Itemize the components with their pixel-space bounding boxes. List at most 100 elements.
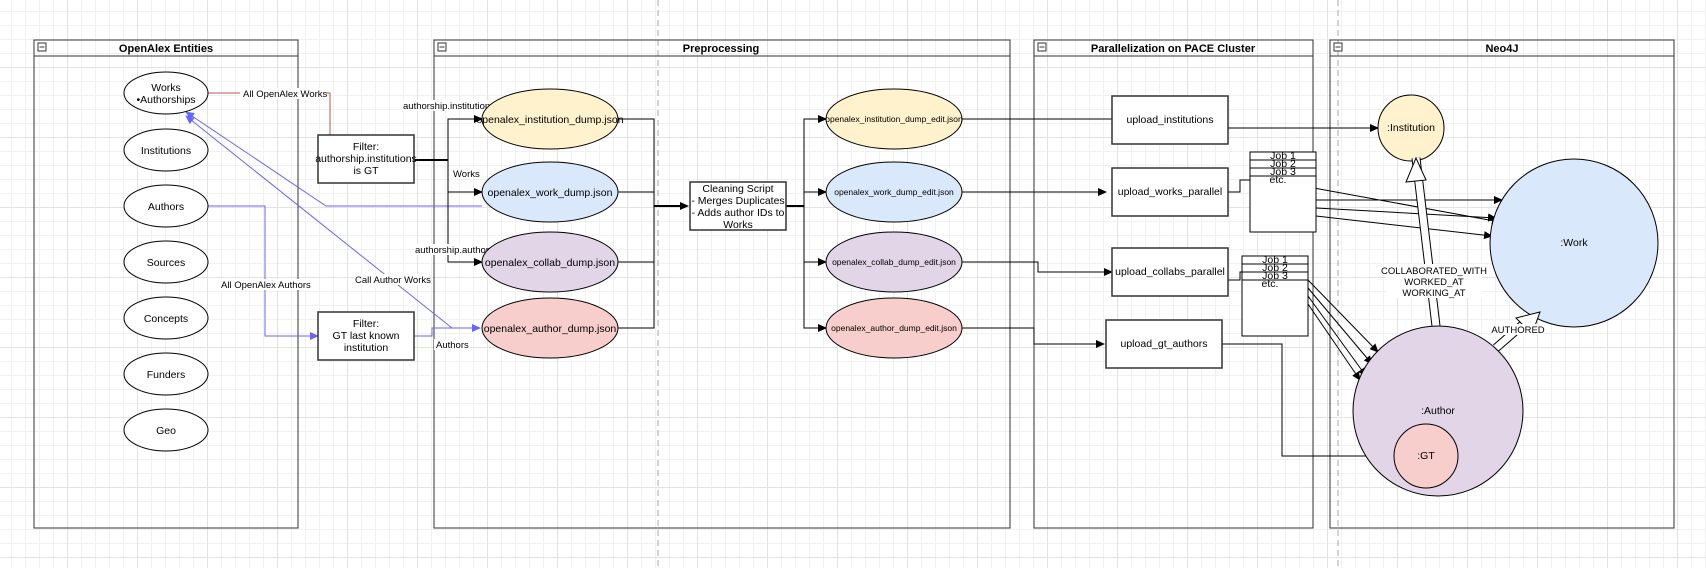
container-pace-cluster[interactable]: Parallelization on PACE Cluster (1033, 39, 1314, 529)
filter-line: Filter: (353, 318, 379, 330)
filter-line: is GT (353, 165, 379, 177)
upload-collabs-parallel[interactable]: upload_collabs_parallel (1111, 247, 1229, 297)
edge-cleaning-to-author-edit[interactable] (803, 206, 827, 332)
dump-label: openalex_collab_dump.json (485, 257, 615, 269)
container-title: Preprocessing (683, 43, 759, 55)
svg-text:All OpenAlex Works: All OpenAlex Works (243, 89, 328, 100)
upload-label: upload_works_parallel (1118, 186, 1222, 198)
job-label: Job 1 (1262, 254, 1288, 266)
entity-label: Institutions (141, 145, 191, 157)
edit-collab[interactable]: openalex_collab_dump_edit.json (825, 231, 963, 293)
label-authorship-institutions: authorship.institutions (402, 100, 495, 112)
svg-text:Works: Works (453, 169, 480, 180)
edge-job-to-author[interactable] (1307, 279, 1379, 353)
entity-institutions[interactable]: Institutions (123, 128, 209, 172)
entity-label: Authors (148, 201, 184, 213)
job-stack-collabs[interactable]: Job 1 Job 2 Job 3 etc. (1241, 254, 1309, 337)
node-label: :Work (1560, 237, 1588, 249)
svg-text:COLLABORATED_WITH: COLLABORATED_WITH (1381, 266, 1487, 277)
entity-concepts[interactable]: Concepts (123, 296, 209, 340)
entity-authorships-label: •Authorships (136, 94, 195, 106)
entity-funders[interactable]: Funders (123, 352, 209, 396)
container-preprocessing[interactable]: Preprocessing (433, 39, 1011, 529)
edge-job-to-work[interactable] (1291, 183, 1501, 225)
edit-label: openalex_institution_dump_edit.json (825, 114, 963, 124)
edge-job-to-work[interactable] (1315, 215, 1493, 240)
dump-label: openalex_institution_dump.json (476, 114, 623, 126)
entity-label: Sources (147, 257, 186, 269)
container-neo4j[interactable]: Neo4J (1329, 39, 1675, 529)
edge-cleaning-to-collab-edit[interactable] (803, 206, 827, 266)
upload-works-parallel[interactable]: upload_works_parallel (1111, 167, 1229, 217)
filter-gt-authors[interactable]: Filter: GT last known institution (317, 311, 415, 361)
entity-sources[interactable]: Sources (123, 240, 209, 284)
edge-call-author-works[interactable] (185, 115, 453, 329)
label-call-author-works: Call Author Works (354, 274, 431, 286)
edge-works-to-jobs[interactable] (1228, 179, 1250, 193)
entity-authors[interactable]: Authors (123, 184, 209, 228)
dump-institution[interactable]: openalex_institution_dump.json (476, 88, 624, 150)
svg-text:Call Author Works: Call Author Works (355, 275, 431, 286)
upload-label: upload_collabs_parallel (1115, 266, 1225, 278)
edit-author[interactable]: openalex_author_dump_edit.json (825, 297, 963, 359)
edge-work-to-authorships[interactable] (185, 111, 482, 207)
node-label: :Author (1421, 405, 1455, 417)
container-title: OpenAlex Entities (119, 43, 213, 55)
job-stack-works[interactable]: Job 1 Job 2 Job 3 etc. (1249, 150, 1317, 233)
edge-collabs-to-jobs[interactable] (1228, 271, 1242, 281)
entity-works-label: Works (151, 82, 181, 94)
filter-gt-works[interactable]: Filter: authorship.institutions is GT (315, 134, 417, 184)
job-label: etc. (1262, 278, 1279, 290)
job-label: Job 1 (1270, 150, 1296, 162)
cleaning-line: - Adds author IDs to (692, 207, 785, 219)
svg-text:AUTHORED: AUTHORED (1491, 325, 1544, 336)
entity-works[interactable]: Works •Authorships (123, 71, 209, 115)
upload-label: upload_gt_authors (1121, 338, 1208, 350)
label-authored: AUTHORED (1491, 324, 1545, 336)
upload-institutions[interactable]: upload_institutions (1111, 95, 1229, 145)
dump-collab[interactable]: openalex_collab_dump.json (481, 231, 619, 293)
edge-authors[interactable] (414, 324, 481, 337)
edge-job-to-author[interactable] (1307, 295, 1367, 377)
node-institution[interactable]: :Institution (1377, 94, 1445, 162)
dump-author[interactable]: openalex_author_dump.json (481, 297, 619, 359)
edge-cleaning-to-work-edit[interactable] (803, 188, 827, 206)
cleaning-line: Cleaning Script (702, 183, 773, 195)
filter-line: authorship.institutions (315, 153, 417, 165)
edge-collab-edit-to-upload[interactable] (962, 261, 1113, 276)
node-work[interactable]: :Work (1489, 158, 1659, 328)
edge-authorship-institutions[interactable] (414, 118, 482, 161)
filter-line: Filter: (353, 141, 379, 153)
node-gt[interactable]: :GT (1393, 423, 1459, 489)
entity-label: Geo (156, 425, 176, 437)
label-all-works: All OpenAlex Works (240, 88, 328, 100)
job-label: etc. (1270, 174, 1287, 186)
svg-text:Authors: Authors (436, 340, 469, 351)
job-label: Job 2 (1270, 158, 1296, 170)
edge-author-edit-to-upload[interactable] (962, 327, 1105, 348)
edge-cleaning-to-inst-edit[interactable] (786, 115, 827, 207)
cleaning-line: Works (723, 219, 753, 231)
svg-text:All OpenAlex Authors: All OpenAlex Authors (221, 280, 311, 291)
svg-text:WORKED_AT: WORKED_AT (1404, 277, 1464, 288)
edge-all-authors[interactable] (208, 205, 319, 340)
cleaning-script[interactable]: Cleaning Script - Merges Duplicates - Ad… (689, 181, 787, 231)
label-collab-relationships: COLLABORATED_WITH WORKED_AT WORKING_AT (1381, 264, 1487, 299)
entity-geo[interactable]: Geo (123, 408, 209, 452)
hollow-arrowhead-icon (1405, 156, 1427, 183)
job-label: Job 3 (1270, 166, 1296, 178)
filter-line: institution (344, 342, 389, 354)
edge-job-to-work[interactable] (1315, 207, 1497, 222)
edge-job-to-author[interactable] (1307, 287, 1373, 365)
edge-gt-to-gt-node[interactable] (1222, 343, 1396, 460)
label-authorship-author: authorship.author (414, 244, 489, 256)
label-all-authors: All OpenAlex Authors (220, 279, 311, 291)
label-works: Works (452, 168, 480, 180)
upload-gt-authors[interactable]: upload_gt_authors (1105, 319, 1223, 369)
edge-inst-to-cleaning[interactable] (618, 118, 689, 210)
edit-work[interactable]: openalex_work_dump_edit.json (825, 161, 963, 223)
edit-institution[interactable]: openalex_institution_dump_edit.json (825, 88, 963, 150)
edge-job-to-author[interactable] (1307, 303, 1361, 381)
dump-work[interactable]: openalex_work_dump.json (481, 161, 619, 223)
